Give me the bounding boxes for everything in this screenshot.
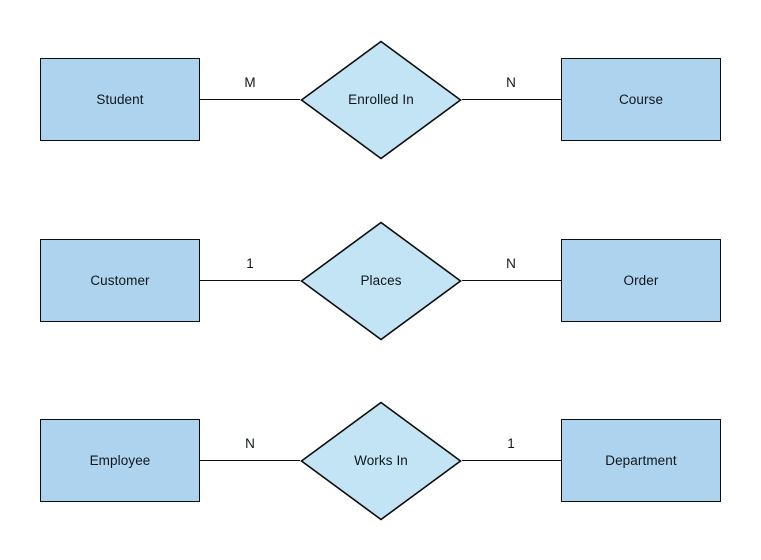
relationship-row: Student M Enrolled In N Course <box>0 40 761 198</box>
cardinality-label-right: N <box>506 256 516 271</box>
connector-line-right <box>462 460 561 461</box>
connector-line-left <box>200 460 300 461</box>
cardinality-label-left: M <box>244 75 256 90</box>
entity-label: Customer <box>90 272 150 288</box>
entity-label: Department <box>605 452 677 468</box>
relationship-row: Customer 1 Places N Order <box>0 221 761 379</box>
entity-customer[interactable]: Customer <box>40 239 200 322</box>
entity-employee[interactable]: Employee <box>40 419 200 502</box>
relationship-places[interactable]: Places <box>300 221 462 341</box>
entity-label: Employee <box>89 452 151 468</box>
relationship-enrolled-in[interactable]: Enrolled In <box>300 40 462 160</box>
entity-label: Course <box>618 91 664 107</box>
entity-label: Order <box>623 272 659 288</box>
cardinality-label-right: N <box>506 75 516 90</box>
entity-label: Student <box>96 91 144 107</box>
entity-student[interactable]: Student <box>40 58 200 141</box>
connector-line-right <box>462 280 561 281</box>
relationship-row: Employee N Works In 1 Department <box>0 401 761 559</box>
entity-order[interactable]: Order <box>561 239 721 322</box>
connector-line-left <box>200 280 300 281</box>
connector-line-right <box>462 99 561 100</box>
entity-course[interactable]: Course <box>561 58 721 141</box>
entity-department[interactable]: Department <box>561 419 721 502</box>
relationship-works-in[interactable]: Works In <box>300 401 462 521</box>
cardinality-label-right: 1 <box>507 436 515 451</box>
cardinality-label-left: N <box>245 436 255 451</box>
connector-line-left <box>200 99 300 100</box>
cardinality-label-left: 1 <box>246 256 254 271</box>
